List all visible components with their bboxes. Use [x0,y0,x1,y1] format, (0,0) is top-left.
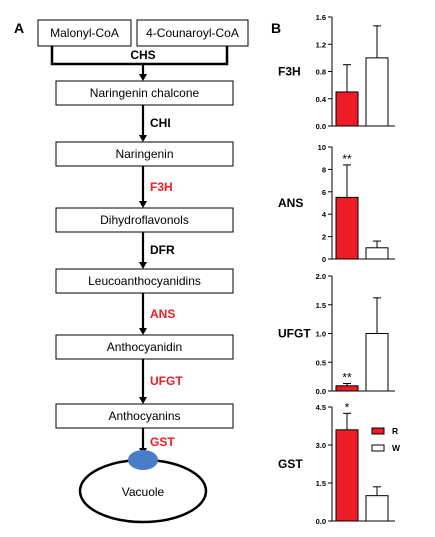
significance-mark: ** [342,152,352,166]
panel-b-label: B [271,20,281,36]
arrow-head [139,328,147,335]
bar-r [335,91,359,127]
gene-label: GST [278,457,303,471]
bar-w [365,333,389,392]
significance-mark: * [345,400,350,414]
bar-w [365,247,389,260]
product-box [55,403,234,429]
y-tick-label: 0 [322,255,326,264]
y-tick-label: 0.0 [316,122,326,131]
chs-bracket [50,46,229,66]
legend-label: W [392,443,401,453]
product-label: Naringenin [115,147,173,161]
y-tick-label: 1.6 [316,13,326,22]
gene-label: UFGT [278,327,311,341]
legend-swatch [371,427,385,435]
panel-a-label: A [14,20,24,36]
vacuole-label: Vacuole [122,485,165,499]
arrow-head [139,397,147,404]
enzyme-label: UFGT [150,374,183,388]
y-tick-label: 0.0 [316,387,326,396]
transporter-dot [128,450,158,470]
legend-swatch [371,444,385,452]
arrow-head [139,262,147,269]
y-tick-label: 2 [322,233,326,242]
gene-label: ANS [278,196,303,210]
enzyme-label-gst: GST [150,435,175,449]
product-box [55,268,234,294]
chart-f3h: F3H 0.0 0.4 0.8 1.2 1.6 [278,13,395,131]
product-label: Naringenin chalcone [90,86,200,100]
bar-r [335,429,359,522]
chart-ans: ANS 0 2 4 6 8 10 ** [278,143,395,264]
arrow-head [139,74,147,81]
enzyme-label: ANS [150,307,175,321]
y-tick-label: 0.8 [316,68,326,77]
product-box [55,141,234,167]
y-tick-label: 8 [322,165,326,174]
y-tick-label: 0.4 [316,95,327,104]
product-box [55,207,234,233]
panel-a: A Malonyl-CoA 4-Counaroyl-CoA CHS Naring… [14,19,249,524]
product-box [55,334,234,360]
y-tick-label: 1.5 [316,301,326,310]
substrate-box-counaroyl [136,19,249,47]
bar-r [335,385,359,392]
y-tick-label: 1.2 [316,40,326,49]
product-label: Leucoanthocyanidins [88,274,201,288]
y-tick-label: 1.5 [316,479,326,488]
enzyme-label: DFR [150,243,175,257]
y-tick-label: 0.5 [316,358,326,367]
chart-ufgt: UFGT 0.0 0.5 1.0 1.5 2.0 ** [278,272,395,396]
arrow-head [139,201,147,208]
significance-mark: ** [342,371,352,385]
substrate-label: Malonyl-CoA [50,26,119,40]
y-tick-label: 4.5 [316,403,326,412]
enzyme-label: CHI [150,116,171,130]
y-tick-label: 6 [322,188,326,197]
bar-w [365,57,389,127]
product-label: Anthocyanidin [107,340,182,354]
bar-w [365,495,389,522]
arrow-head [139,135,147,142]
y-tick-label: 0.0 [316,517,326,526]
legend-label: R [392,426,398,436]
y-tick-label: 2.0 [316,272,326,281]
bar-r [335,196,359,260]
substrate-box-malonyl [37,19,132,47]
product-label: Anthocyanins [108,409,180,423]
y-tick-label: 10 [318,143,326,152]
y-tick-label: 3.0 [316,441,326,450]
gene-label: F3H [278,65,301,79]
chart-gst: GST 0.0 1.5 3.0 4.5 * RW [278,400,401,526]
y-tick-label: 1.0 [316,330,326,339]
product-label: Dihydroflavonols [100,213,189,227]
enzyme-label: F3H [150,180,173,194]
y-tick-label: 4 [322,210,327,219]
product-box [55,80,234,106]
substrate-label: 4-Counaroyl-CoA [146,26,239,40]
enzyme-label-chs: CHS [130,48,155,62]
